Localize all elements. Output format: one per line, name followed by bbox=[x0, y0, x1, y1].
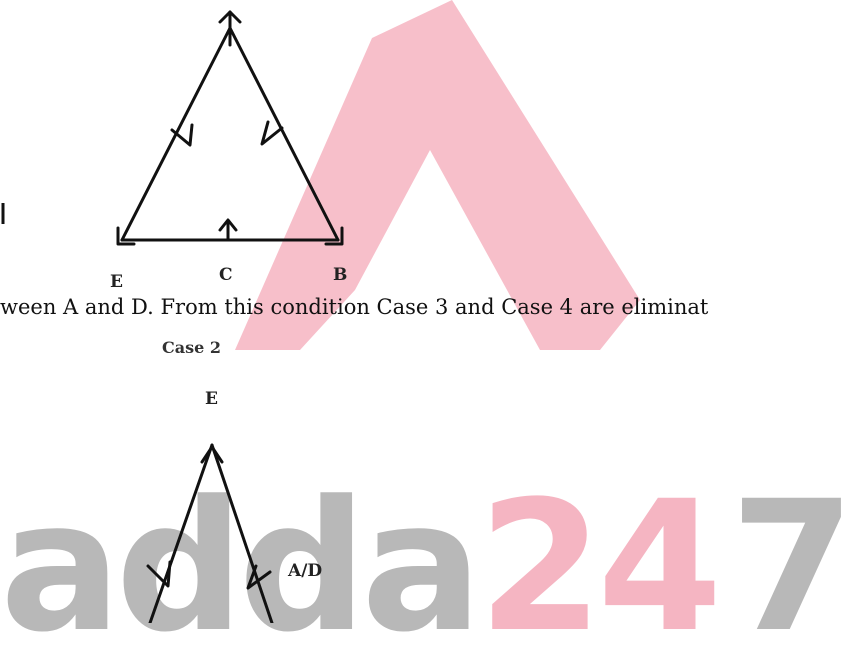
label-e: E bbox=[110, 272, 123, 292]
body-text-line: ween A and D. From this condition Case 3… bbox=[0, 295, 709, 319]
arrow-up-bottom bbox=[200, 445, 224, 464]
label-a-d: A/D bbox=[288, 561, 323, 581]
adda247-logo-watermark bbox=[235, 0, 640, 350]
arrow-right-side-bottom bbox=[246, 564, 272, 590]
label-b: B bbox=[333, 265, 348, 285]
edge-right-bottom bbox=[210, 443, 274, 623]
case-2-title: Case 2 bbox=[162, 338, 221, 357]
edge-right bbox=[228, 26, 340, 242]
edge-left-bottom bbox=[148, 443, 214, 623]
label-c: C bbox=[219, 265, 233, 285]
arrow-corner-e bbox=[116, 226, 136, 246]
arrow-corner-b bbox=[324, 226, 344, 246]
logo-a-shape bbox=[235, 0, 640, 350]
arrow-left-side bbox=[170, 123, 194, 147]
arrow-right-side bbox=[260, 120, 284, 146]
triangle-diagram-bottom bbox=[146, 443, 274, 623]
triangle-diagram-top bbox=[1, 10, 344, 246]
label-e-bottom: E bbox=[205, 389, 218, 409]
arrow-left-side-bottom bbox=[146, 560, 172, 588]
